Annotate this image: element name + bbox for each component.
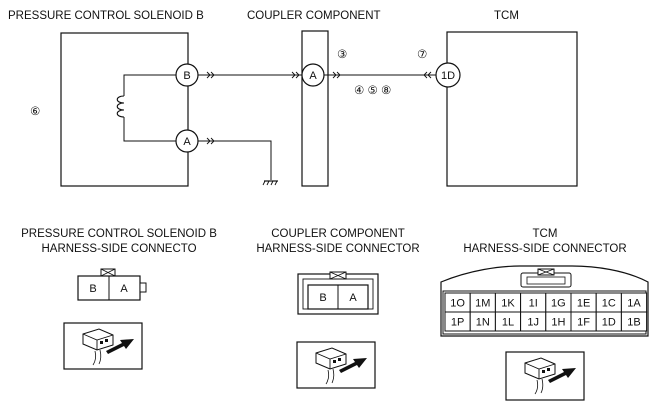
connector-chevron-2	[291, 71, 300, 79]
callout-4-5-8: ④ ⑤ ⑧	[354, 85, 391, 97]
solenoid-box	[60, 32, 189, 187]
ground-wire	[198, 140, 272, 180]
ground-icon	[262, 180, 278, 186]
tcm-terminal-1d-label: 1D	[441, 70, 455, 82]
solenoid-terminal-b-label: B	[183, 70, 190, 82]
connector-chevron-3	[206, 137, 215, 145]
tcm-pin-label: 1I	[529, 298, 538, 310]
tcm-pin-label: 1N	[476, 317, 490, 329]
solenoid-connector-caption-1: PRESSURE CONTROL SOLENOID B	[21, 228, 217, 240]
tcm-pin-label: 1B	[627, 317, 640, 329]
coupler-connector	[297, 271, 379, 315]
coupler-terminal-a-label: A	[309, 70, 317, 82]
tcm-pin-label: 1G	[551, 298, 566, 310]
callout-7: ⑦	[417, 49, 427, 61]
tcm-pin-label: 1C	[602, 298, 616, 310]
tcm-connector-caption-2: HARNESS-SIDE CONNECTOR	[463, 243, 626, 255]
coupler-connector-caption-1: COUPLER COMPONENT	[271, 228, 405, 240]
solenoid-connector-caption-2: HARNESS-SIDE CONNECTO	[41, 243, 196, 255]
connector-view-icon	[505, 351, 585, 401]
connector-view-icon	[63, 322, 143, 370]
coupler-pin-b: B	[319, 292, 326, 304]
tcm-pin-label: 1F	[577, 317, 590, 329]
tcm-terminal-1d	[435, 62, 461, 88]
connector-chevron-1	[206, 71, 215, 79]
tcm-pin-label: 1D	[602, 317, 616, 329]
tcm-pin-label: 1J	[527, 317, 539, 329]
tcm-pin-label: 1E	[577, 298, 590, 310]
tcm-pin-label: 1H	[551, 317, 565, 329]
solenoid-terminal-a-label: A	[183, 136, 191, 148]
connector-chevron-4	[332, 71, 341, 79]
coupler-title: COUPLER COMPONENT	[247, 10, 381, 22]
coupler-box	[301, 30, 329, 187]
tcm-pin-label: 1A	[627, 298, 641, 310]
tcm-pin-label: 1L	[502, 317, 514, 329]
solenoid-title: PRESSURE CONTROL SOLENOID B	[8, 10, 204, 22]
solenoid-connector	[77, 268, 147, 301]
solenoid-pin-a: A	[120, 283, 128, 295]
coupler-connector-caption-2: HARNESS-SIDE CONNECTOR	[256, 243, 419, 255]
tcm-pin-cell	[620, 311, 648, 332]
tcm-title: TCM	[494, 10, 519, 22]
tcm-pin-label: 1P	[451, 317, 464, 329]
callout-6: ⑥	[30, 106, 40, 118]
solenoid-wire-b	[123, 74, 176, 96]
connector-chevron-5	[423, 71, 432, 79]
solenoid-pin-b: B	[89, 283, 96, 295]
tcm-pin-label: 1M	[475, 298, 490, 310]
tcm-box	[446, 31, 578, 187]
coil-symbol	[116, 95, 125, 118]
coupler-pin-a: A	[349, 292, 357, 304]
tcm-pin-label: 1O	[450, 298, 465, 310]
callout-3: ③	[337, 49, 347, 61]
tcm-connector-caption-1: TCM	[533, 228, 558, 240]
connector-view-icon	[296, 341, 376, 389]
tcm-pin-label: 1K	[501, 298, 515, 310]
solenoid-wire-a	[123, 117, 176, 142]
